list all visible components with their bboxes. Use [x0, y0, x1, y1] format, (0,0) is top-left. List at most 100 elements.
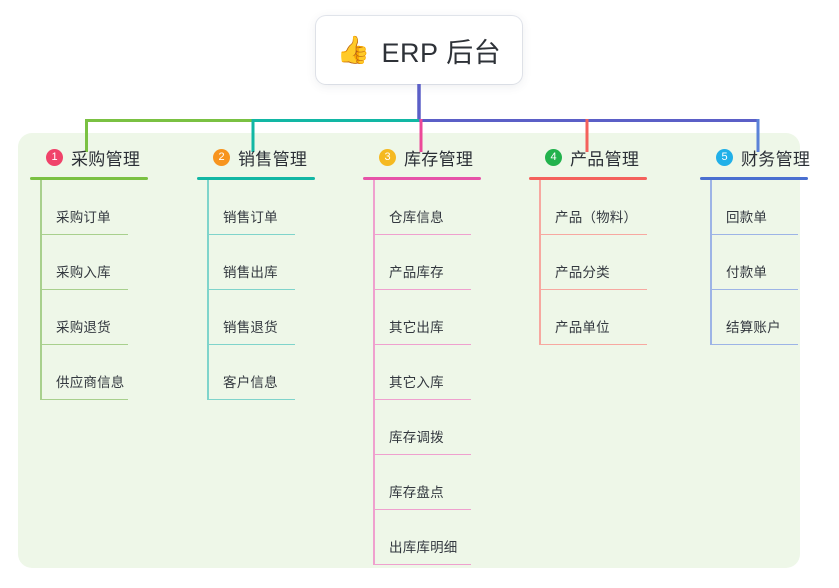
- leaf-label: 客户信息: [223, 375, 278, 390]
- leaf-item[interactable]: 其它出库: [363, 290, 513, 345]
- leaf-label: 其它出库: [389, 320, 444, 335]
- leaf-item[interactable]: 销售出库: [197, 235, 347, 290]
- leaf-list: 仓库信息产品库存其它出库其它入库库存调拨库存盘点出库库明细: [363, 180, 513, 565]
- category-underline: [197, 177, 315, 180]
- leaf-item[interactable]: 其它入库: [363, 345, 513, 400]
- leaf-spine: [710, 180, 712, 345]
- leaf-spine: [207, 180, 209, 400]
- leaf-item[interactable]: 仓库信息: [363, 180, 513, 235]
- category-header-4[interactable]: 4 产品管理: [529, 144, 689, 170]
- leaf-spine: [539, 180, 541, 345]
- leaf-underline: [373, 233, 471, 235]
- leaf-underline: [373, 398, 471, 400]
- leaf-underline: [373, 343, 471, 345]
- leaf-label: 回款单: [726, 210, 768, 225]
- leaf-underline: [207, 233, 295, 235]
- category-column-3: 3 库存管理仓库信息产品库存其它出库其它入库库存调拨库存盘点出库库明细: [363, 144, 513, 565]
- category-column-5: 5 财务管理回款单付款单结算账户: [700, 144, 820, 345]
- category-underline: [700, 177, 808, 180]
- diagram-canvas: [18, 133, 800, 568]
- leaf-item[interactable]: 采购退货: [30, 290, 180, 345]
- category-badge-5: 5: [716, 148, 733, 166]
- leaf-label: 库存盘点: [389, 485, 444, 500]
- leaf-item[interactable]: 供应商信息: [30, 345, 180, 400]
- root-node-erp-backend[interactable]: 👍 ERP 后台: [316, 16, 522, 84]
- leaf-label: 采购入库: [56, 265, 111, 280]
- category-underline: [363, 177, 481, 180]
- leaf-underline: [40, 343, 128, 345]
- leaf-underline: [373, 508, 471, 510]
- leaf-item[interactable]: 付款单: [700, 235, 820, 290]
- leaf-underline: [539, 233, 647, 235]
- category-label: 库存管理: [404, 149, 474, 169]
- leaf-spine: [40, 180, 42, 400]
- leaf-label: 销售订单: [223, 210, 278, 225]
- leaf-underline: [373, 288, 471, 290]
- leaf-label: 付款单: [726, 265, 768, 280]
- leaf-list: 产品（物料） 产品分类产品单位: [529, 180, 689, 345]
- category-header-2[interactable]: 2 销售管理: [197, 144, 347, 170]
- leaf-label: 其它入库: [389, 375, 444, 390]
- category-underline: [529, 177, 647, 180]
- leaf-underline: [40, 233, 128, 235]
- leaf-label: 产品（物料）: [555, 210, 638, 225]
- leaf-list: 销售订单销售出库销售退货客户信息: [197, 180, 347, 400]
- leaf-item[interactable]: 库存盘点: [363, 455, 513, 510]
- category-label: 采购管理: [71, 149, 141, 169]
- category-badge-3: 3: [379, 148, 396, 166]
- leaf-label: 产品分类: [555, 265, 610, 280]
- leaf-underline: [207, 398, 295, 400]
- leaf-label: 采购订单: [56, 210, 111, 225]
- leaf-underline: [710, 288, 798, 290]
- leaf-item[interactable]: 采购订单: [30, 180, 180, 235]
- category-header-3[interactable]: 3 库存管理: [363, 144, 513, 170]
- leaf-underline: [539, 343, 647, 345]
- leaf-underline: [40, 398, 128, 400]
- leaf-underline: [207, 288, 295, 290]
- leaf-item[interactable]: 库存调拨: [363, 400, 513, 455]
- leaf-list: 采购订单采购入库采购退货供应商信息: [30, 180, 180, 400]
- category-underline: [30, 177, 148, 180]
- leaf-item[interactable]: 结算账户: [700, 290, 820, 345]
- leaf-underline: [373, 563, 471, 565]
- leaf-underline: [539, 288, 647, 290]
- leaf-label: 产品单位: [555, 320, 610, 335]
- category-label: 财务管理: [741, 149, 811, 169]
- leaf-item[interactable]: 产品分类: [529, 235, 689, 290]
- leaf-item[interactable]: 产品（物料）: [529, 180, 689, 235]
- category-column-2: 2 销售管理销售订单销售出库销售退货客户信息: [197, 144, 347, 400]
- leaf-label: 销售出库: [223, 265, 278, 280]
- leaf-underline: [710, 343, 798, 345]
- leaf-label: 仓库信息: [389, 210, 444, 225]
- leaf-underline: [40, 288, 128, 290]
- category-label: 销售管理: [238, 149, 308, 169]
- leaf-list: 回款单付款单结算账户: [700, 180, 820, 345]
- leaf-item[interactable]: 产品单位: [529, 290, 689, 345]
- leaf-spine: [373, 180, 375, 565]
- category-label: 产品管理: [570, 149, 640, 169]
- leaf-underline: [710, 233, 798, 235]
- leaf-item[interactable]: 回款单: [700, 180, 820, 235]
- leaf-item[interactable]: 销售退货: [197, 290, 347, 345]
- category-column-4: 4 产品管理产品（物料） 产品分类产品单位: [529, 144, 689, 345]
- thumbs-up-icon: 👍: [336, 34, 371, 65]
- leaf-label: 库存调拨: [389, 430, 444, 445]
- leaf-item[interactable]: 采购入库: [30, 235, 180, 290]
- category-header-5[interactable]: 5 财务管理: [700, 144, 820, 170]
- leaf-label: 出库库明细: [389, 540, 458, 555]
- leaf-underline: [373, 453, 471, 455]
- leaf-label: 供应商信息: [56, 375, 125, 390]
- leaf-label: 销售退货: [223, 320, 278, 335]
- root-node-title: ERP 后台: [381, 37, 502, 68]
- leaf-label: 产品库存: [389, 265, 444, 280]
- leaf-item[interactable]: 客户信息: [197, 345, 347, 400]
- leaf-item[interactable]: 出库库明细: [363, 510, 513, 565]
- category-badge-2: 2: [213, 148, 230, 166]
- leaf-label: 结算账户: [726, 320, 781, 335]
- leaf-item[interactable]: 销售订单: [197, 180, 347, 235]
- leaf-underline: [207, 343, 295, 345]
- leaf-item[interactable]: 产品库存: [363, 235, 513, 290]
- category-badge-4: 4: [545, 148, 562, 166]
